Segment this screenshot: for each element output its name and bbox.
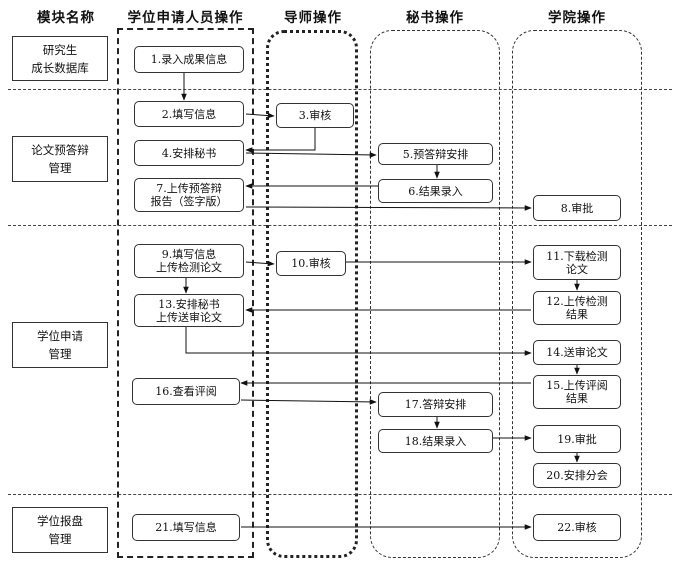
header-secretary: 秘书操作 (406, 10, 464, 26)
node-18-result-entry: 18.结果录入 (378, 429, 493, 453)
node-5-pre-defense-arrangement: 5.预答辩安排 (378, 143, 493, 165)
node-3-review: 3.审核 (276, 103, 354, 128)
header-teacher: 导师操作 (284, 10, 342, 26)
section-divider (8, 494, 672, 495)
node-14-send-thesis-review: 14.送审论文 (533, 340, 621, 365)
node-8-approve: 8.审批 (533, 195, 621, 221)
node-6-result-entry: 6.结果录入 (378, 179, 493, 203)
module-degree-report: 学位报盘 管理 (12, 507, 108, 553)
node-13-upload-review-thesis: 13.安排秘书 上传送审论文 (134, 294, 244, 327)
node-17-defense-arrangement: 17.答辩安排 (378, 392, 493, 417)
section-divider (8, 89, 672, 90)
node-19-approve: 19.审批 (533, 425, 621, 453)
node-15-upload-review-result: 15.上传评阅 结果 (533, 375, 621, 409)
node-16-view-review: 16.查看评阅 (132, 378, 240, 405)
lane-college (512, 30, 642, 558)
lane-student (117, 28, 254, 558)
module-degree-application: 学位申请 管理 (12, 322, 108, 368)
lane-secretary (370, 30, 500, 558)
section-divider (8, 225, 672, 226)
node-11-download-check-thesis: 11.下载检测 论文 (533, 245, 621, 280)
node-20-arrange-subcommittee: 20.安排分会 (533, 463, 621, 488)
node-21-fill-info: 21.填写信息 (132, 514, 240, 541)
header-student: 学位申请人员操作 (127, 10, 244, 26)
node-2-fill-info: 2.填写信息 (134, 101, 244, 127)
module-growth-database: 研究生 成长数据库 (12, 36, 108, 81)
node-7-upload-pre-defense-report: 7.上传预答辩 报告（签字版） (134, 178, 244, 212)
node-12-upload-check-result: 12.上传检测 结果 (533, 291, 621, 325)
header-module: 模块名称 (37, 10, 95, 26)
lane-teacher (266, 30, 358, 558)
node-9-upload-check-thesis: 9.填写信息 上传检测论文 (134, 244, 244, 278)
header-college: 学院操作 (548, 10, 606, 26)
node-22-review: 22.审核 (533, 514, 621, 541)
module-pre-defense: 论文预答辩 管理 (12, 136, 108, 182)
node-10-review: 10.审核 (276, 251, 346, 276)
node-1-enter-achievements: 1.录入成果信息 (134, 46, 244, 73)
node-4-assign-secretary: 4.安排秘书 (134, 140, 244, 166)
